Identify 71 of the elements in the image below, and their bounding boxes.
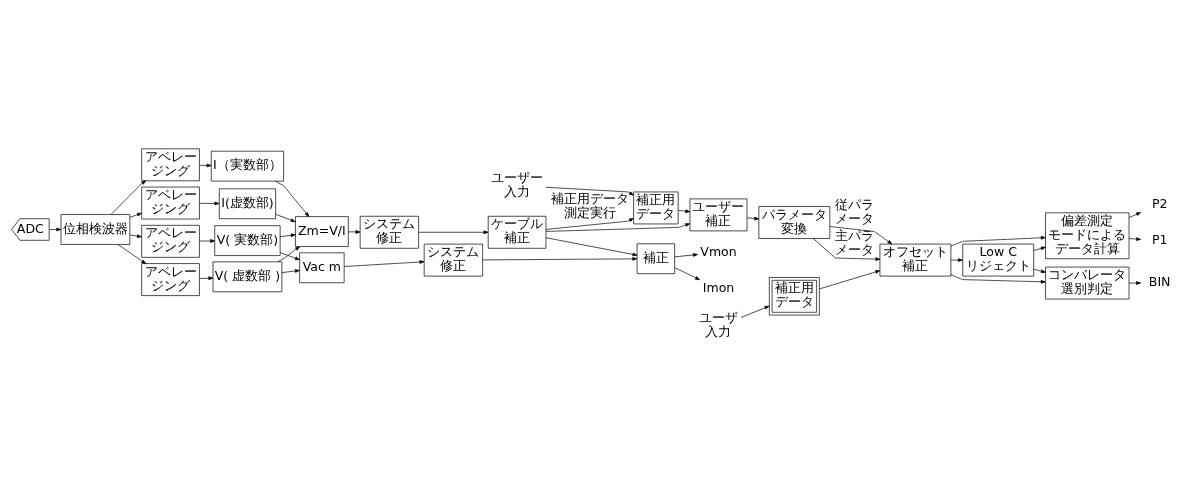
node-box: コンバレータ選別判定 [1045,266,1130,300]
node-box: 補正用データ [633,191,679,225]
arrow [1128,281,1142,285]
arrow [199,201,220,206]
arrow [678,209,691,214]
edge-label: 従パラメータ [835,196,875,226]
node-box: ユーザー補正 [689,198,748,232]
arrow [950,274,1046,284]
node-text: Vmon [700,243,737,259]
node-box: Low C リジェクト [962,243,1035,277]
arrow [813,238,881,261]
node-box: 位相検波器 [60,214,131,245]
arrow [199,276,214,281]
arrow [1033,268,1046,273]
arrow [674,267,700,281]
arrow [746,216,760,221]
arrow [829,226,893,245]
arrow [344,260,425,267]
node-box: I（実数部） [210,150,284,182]
arrow [49,227,62,232]
arrow [279,233,296,238]
node-box: オフセット補正 [879,243,952,277]
arrow [545,186,634,196]
arrow [199,163,212,168]
node-box: V( 虚数部 ) [212,261,283,293]
arrow [279,252,300,261]
arrow [740,305,770,318]
arrow [277,246,301,263]
node-text: P2 [1151,195,1168,211]
node-text: Imon [702,279,735,295]
node-box: Zm=V/I [295,216,349,247]
arrow [545,237,638,257]
arrow [950,258,963,262]
arrow [110,180,147,215]
edge-label: 主パラメータ [835,228,875,258]
node-box: パラメータ変換 [758,206,831,239]
node-box: アベレージング [141,263,200,296]
arrow [545,223,691,232]
node-box: アベレージング [141,186,200,220]
arrow [674,253,698,258]
arrow [348,230,361,234]
arrow [418,230,489,235]
node-text: ユーザー入力 [491,169,544,199]
node-text: BIN [1148,274,1171,290]
node-text: P1 [1151,231,1168,247]
node-box: アベレージング [141,148,200,182]
arrow [819,270,881,290]
arrow [281,269,300,273]
node-box: 補正 [636,243,675,275]
arrow [275,180,310,217]
arrow [199,239,216,243]
node-box: ケーブル補正 [487,215,547,249]
arrow [275,213,296,223]
node-box: Vac m [299,252,345,284]
node-box: システム修正 [359,215,419,249]
arrow [1128,212,1142,218]
node-box: V( 実数部) [214,225,281,256]
arrow [545,218,634,230]
node-box: 偏差測定モードによるデータ計算 [1045,212,1130,260]
arrow [950,236,1046,247]
arrow [129,212,142,218]
arrow [1128,237,1142,241]
node-box: アベレージング [141,224,200,258]
arrow [1033,246,1046,251]
node-box: システム修正 [423,243,483,277]
node-text: ユーザ入力 [699,310,739,340]
node-box: I(虚数部) [218,188,276,220]
arrow [482,257,638,261]
edge-label: 補正用データ測定実行 [550,191,629,221]
arrow [117,244,147,264]
arrow [129,234,142,238]
